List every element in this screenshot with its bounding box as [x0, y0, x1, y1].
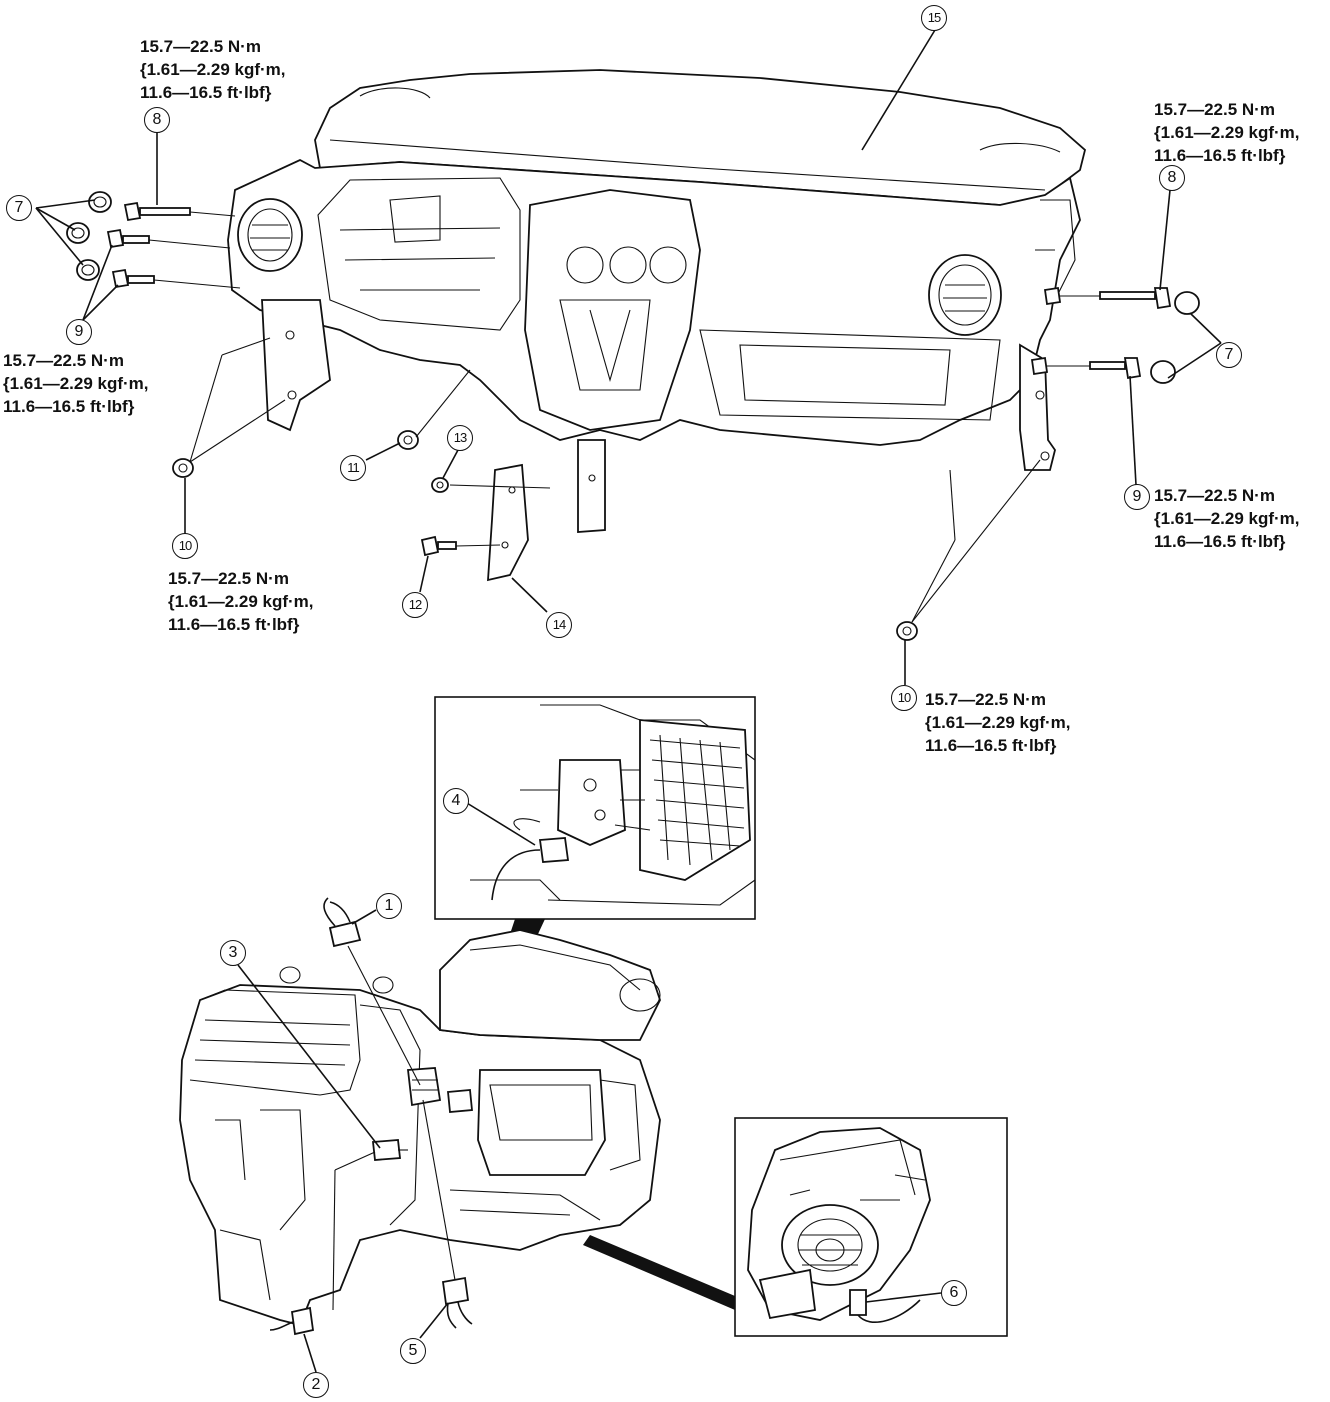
callout-9-left: 9: [66, 319, 92, 345]
torque-spec-nut-10-left: 15.7—22.5 N·m {1.61—2.29 kgf·m, 11.6—16.…: [168, 567, 314, 636]
torque-kgfm: {1.61—2.29 kgf·m,: [3, 374, 149, 393]
callout-11: 11: [340, 455, 366, 481]
torque-nm: 15.7—22.5 N·m: [925, 690, 1046, 709]
torque-nm: 15.7—22.5 N·m: [140, 37, 261, 56]
torque-kgfm: {1.61—2.29 kgf·m,: [1154, 123, 1300, 142]
torque-nm: 15.7—22.5 N·m: [1154, 100, 1275, 119]
torque-nm: 15.7—22.5 N·m: [168, 569, 289, 588]
callout-4: 4: [443, 788, 469, 814]
detail-view-blower: [734, 1117, 1008, 1337]
left-fasteners: [66, 191, 457, 557]
torque-kgfm: {1.61—2.29 kgf·m,: [925, 713, 1071, 732]
bracket-part-14: [487, 463, 529, 582]
torque-spec-bolt-8-right: 15.7—22.5 N·m {1.61—2.29 kgf·m, 11.6—16.…: [1154, 98, 1300, 167]
torque-ftlbf: 11.6—16.5 ft·lbf}: [168, 615, 300, 634]
torque-kgfm: {1.61—2.29 kgf·m,: [140, 60, 286, 79]
torque-kgfm: {1.61—2.29 kgf·m,: [1154, 509, 1300, 528]
callout-6: 6: [941, 1280, 967, 1306]
torque-nm: 15.7—22.5 N·m: [3, 351, 124, 370]
heater-unit: [179, 929, 661, 1327]
callout-5: 5: [400, 1338, 426, 1364]
callout-12: 12: [402, 592, 428, 618]
torque-ftlbf: 11.6—16.5 ft·lbf}: [3, 397, 135, 416]
torque-ftlbf: 11.6—16.5 ft·lbf}: [140, 83, 272, 102]
callout-9-right: 9: [1124, 484, 1150, 510]
callout-13: 13: [447, 425, 473, 451]
callout-14: 14: [546, 612, 572, 638]
zoom-wedge-blower: [583, 1235, 735, 1310]
callout-15: 15: [921, 5, 947, 31]
torque-ftlbf: 11.6—16.5 ft·lbf}: [1154, 532, 1286, 551]
callout-7-right: 7: [1216, 342, 1242, 368]
callout-7-left: 7: [6, 195, 32, 221]
connectors: [269, 897, 473, 1336]
callout-10-right: 10: [891, 685, 917, 711]
bottom-leader-lines: [237, 799, 942, 1373]
callout-8-right: 8: [1159, 165, 1185, 191]
torque-spec-nut-10-right: 15.7—22.5 N·m {1.61—2.29 kgf·m, 11.6—16.…: [925, 688, 1071, 757]
callout-8-left: 8: [144, 107, 170, 133]
torque-nm: 15.7—22.5 N·m: [1154, 486, 1275, 505]
torque-spec-bolt-9-left: 15.7—22.5 N·m {1.61—2.29 kgf·m, 11.6—16.…: [3, 349, 149, 418]
top-leader-lines: [35, 29, 1222, 685]
callout-1: 1: [376, 893, 402, 919]
torque-spec-bolt-8-left: 15.7—22.5 N·m {1.61—2.29 kgf·m, 11.6—16.…: [140, 35, 286, 104]
torque-kgfm: {1.61—2.29 kgf·m,: [168, 592, 314, 611]
torque-ftlbf: 11.6—16.5 ft·lbf}: [925, 736, 1057, 755]
torque-spec-bolt-9-right: 15.7—22.5 N·m {1.61—2.29 kgf·m, 11.6—16.…: [1154, 484, 1300, 553]
callout-10-left: 10: [172, 533, 198, 559]
detail-view-actuator: [434, 696, 756, 920]
dashboard-panel: [227, 69, 1087, 533]
callout-3: 3: [220, 940, 246, 966]
callout-2: 2: [303, 1372, 329, 1398]
torque-ftlbf: 11.6—16.5 ft·lbf}: [1154, 146, 1286, 165]
